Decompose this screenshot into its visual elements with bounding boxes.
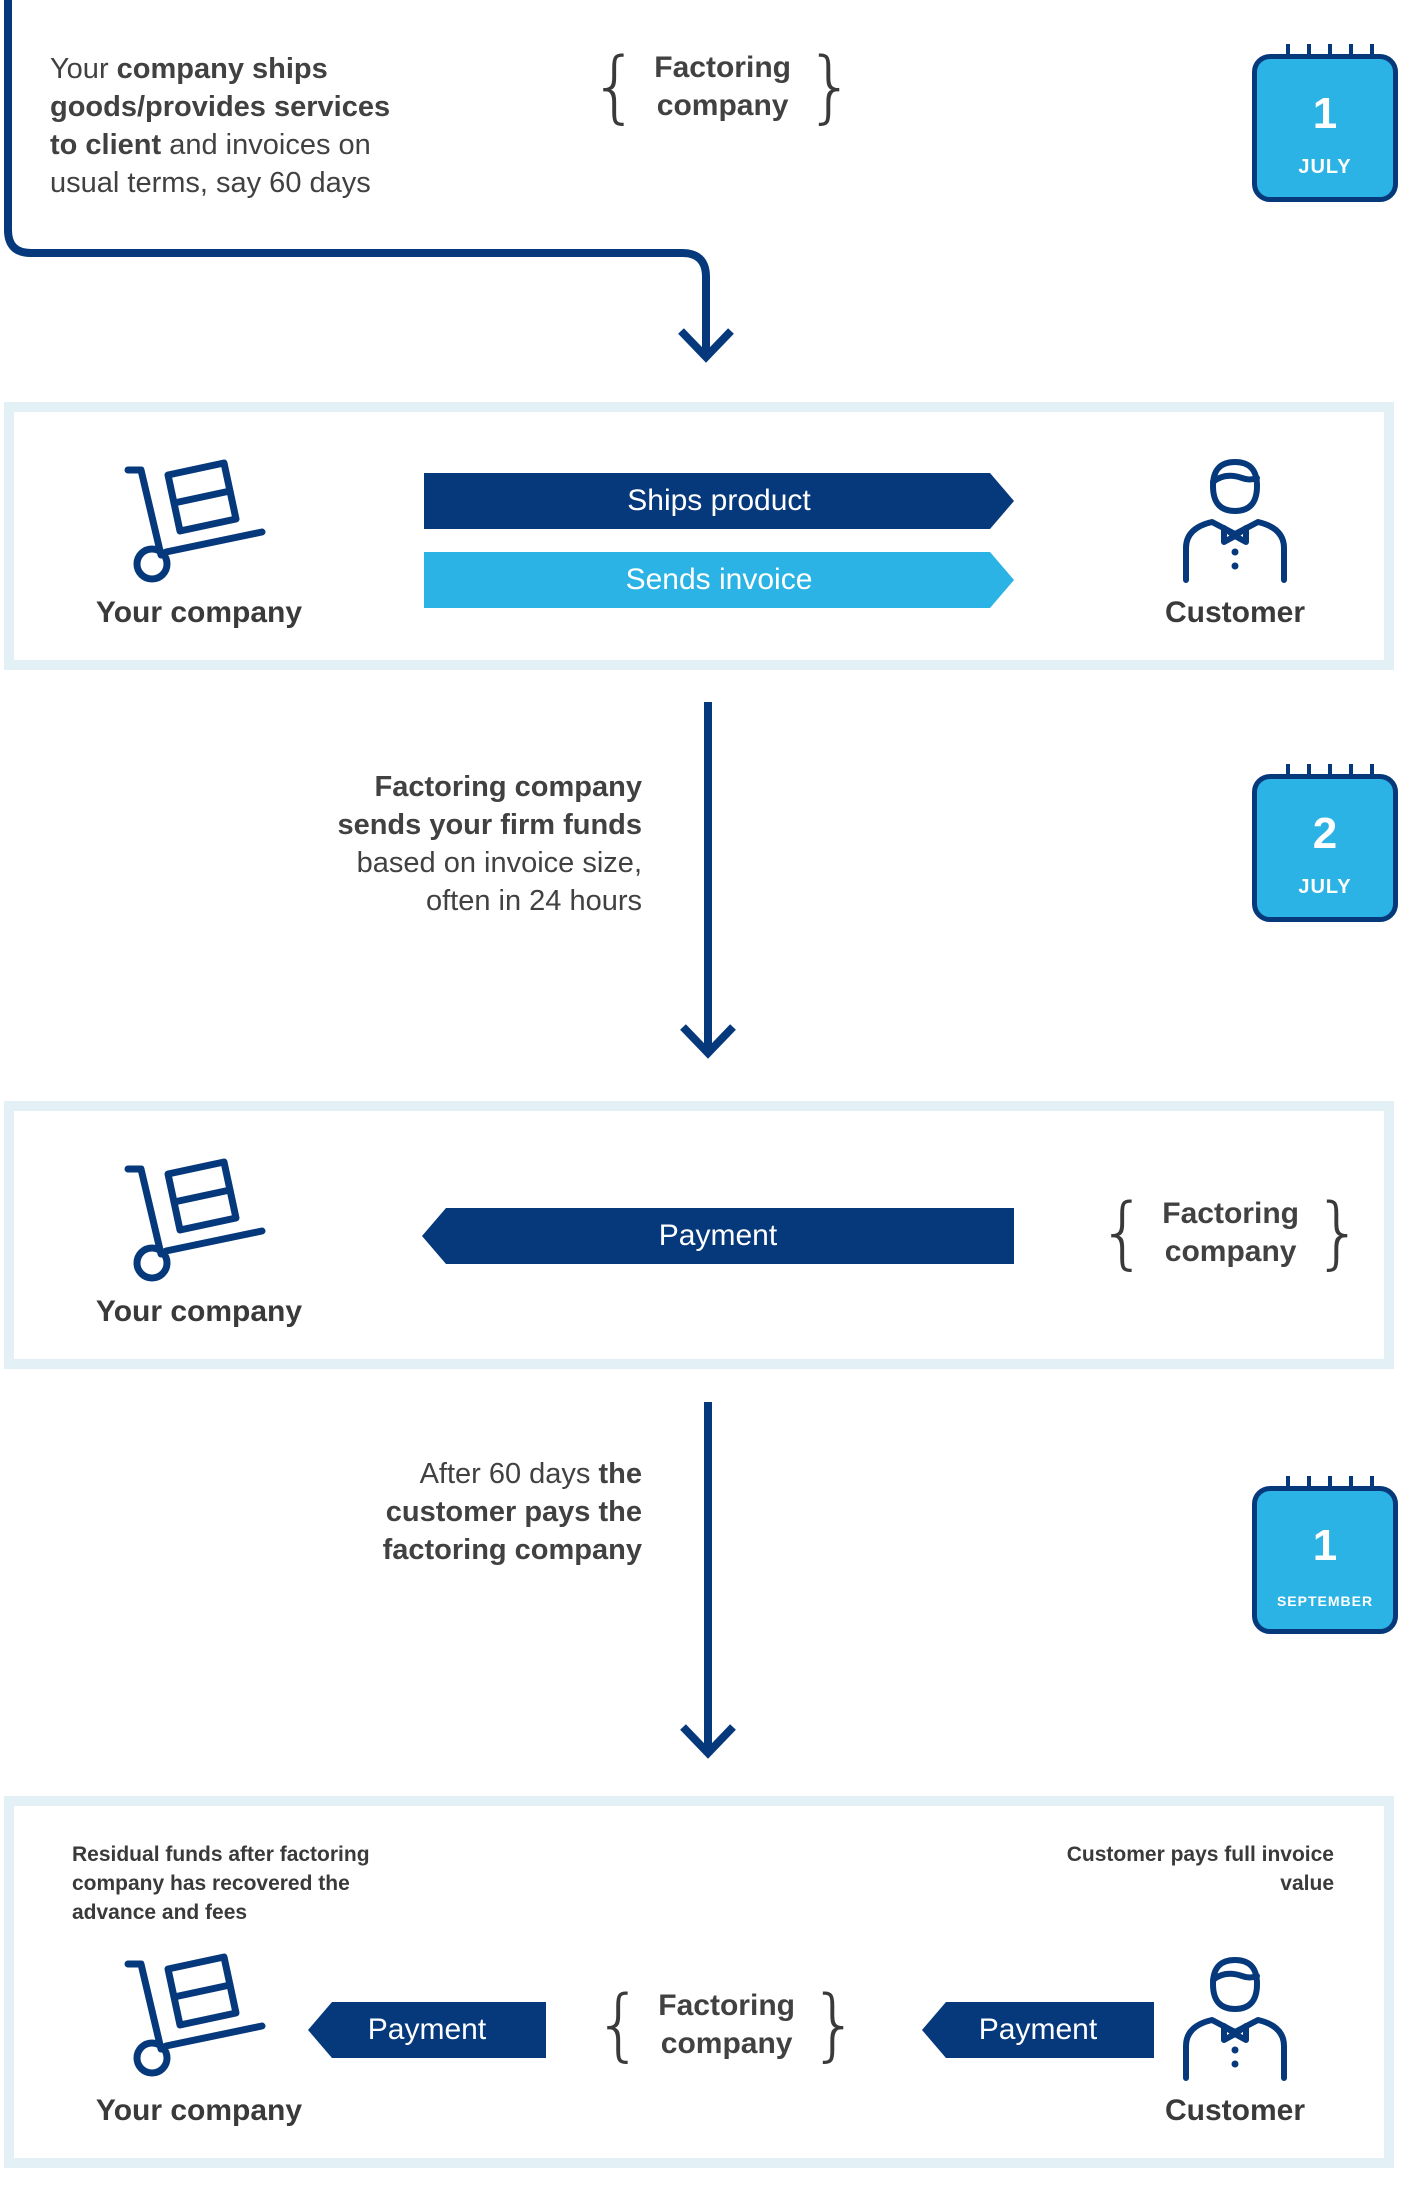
calendar-day: 1: [1312, 89, 1338, 138]
customer-person-icon: [1183, 1957, 1287, 2081]
right-brace-icon: }: [809, 1980, 860, 2070]
ships-product-banner: Ships product: [424, 473, 1014, 529]
customer-person-icon: [1183, 459, 1287, 583]
payment-to-company-banner: Payment: [308, 2002, 546, 2058]
customer-pays-note: Customer pays full invoice value: [1066, 1843, 1334, 1895]
step3-description: After 60 days the customer pays the fact…: [382, 1458, 642, 1566]
calendar-icon-july-2: 2 JULY: [1252, 764, 1398, 922]
factoring-company-label-2: { Factoring company }: [1098, 1188, 1364, 1278]
hand-truck-icon: [124, 459, 266, 583]
hand-truck-icon: [124, 1158, 266, 1282]
customer-label: Customer: [1164, 2094, 1306, 2127]
residual-funds-note: Residual funds after factoring company h…: [72, 1843, 370, 1924]
your-company-label: Your company: [95, 2094, 303, 2127]
step1-description: Your company ships goods/provides servic…: [50, 53, 391, 199]
your-company-label: Your company: [95, 1295, 303, 1328]
step2-description: Factoring company sends your firm funds …: [337, 771, 642, 917]
panel-final-settlement: Residual funds after factoring company h…: [4, 1796, 1394, 2168]
arrowhead-2: [680, 1024, 736, 1059]
panel-ships-and-invoice: Your company Ships product Sends invoice…: [4, 402, 1394, 670]
right-brace-icon: }: [1313, 1188, 1364, 1278]
factoring-company-label-1: { Factoring company }: [590, 42, 856, 132]
left-brace-icon: {: [1098, 1188, 1148, 1278]
factoring-company-label-3: { Factoring company }: [594, 1980, 860, 2070]
calendar-month: JULY: [1298, 876, 1352, 898]
hand-truck-icon: [124, 1953, 266, 2077]
step1-connector: [4, 0, 710, 352]
arrowhead-3: [680, 1724, 736, 1759]
right-brace-icon: }: [805, 42, 856, 132]
payment-to-factoring-banner: Payment: [922, 2002, 1154, 2058]
your-company-label: Your company: [95, 596, 303, 629]
calendar-icon-july-1: 1 JULY: [1252, 44, 1398, 202]
calendar-month: SEPTEMBER: [1276, 1593, 1374, 1609]
calendar-day: 1: [1312, 1521, 1338, 1570]
left-brace-icon: {: [590, 42, 640, 132]
customer-label: Customer: [1164, 596, 1306, 629]
sends-invoice-banner: Sends invoice: [424, 552, 1014, 608]
calendar-day: 2: [1312, 809, 1338, 858]
payment-banner: Payment: [422, 1208, 1014, 1264]
calendar-icon-september-1: 1 SEPTEMBER: [1252, 1476, 1398, 1634]
calendar-month: JULY: [1298, 156, 1352, 178]
panel-payment-to-company: Your company Payment { Factoring company…: [4, 1101, 1394, 1369]
arrowhead-1: [678, 328, 734, 363]
left-brace-icon: {: [594, 1980, 644, 2070]
